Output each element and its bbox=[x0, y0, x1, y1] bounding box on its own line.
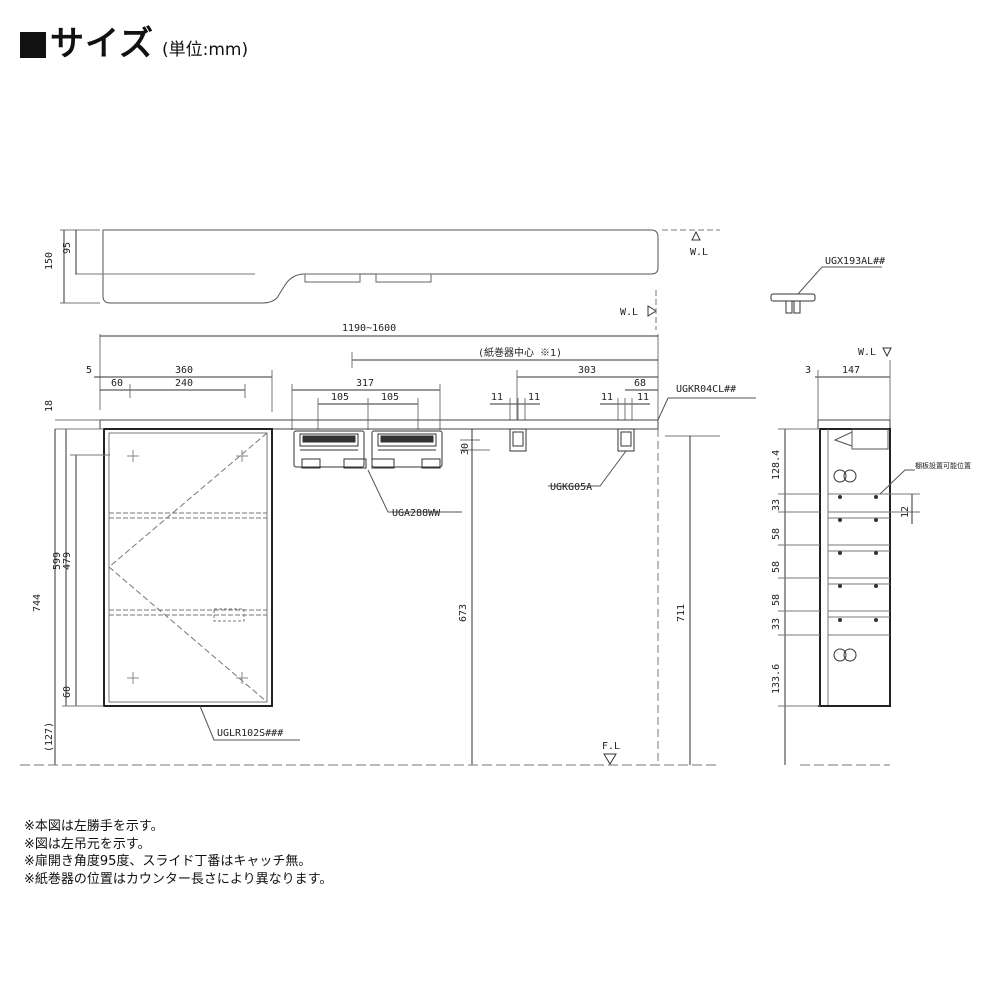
bracket-right bbox=[617, 428, 635, 452]
paper-center-label: (紙巻器中心 ※1) bbox=[478, 346, 562, 359]
wl-marker-side-icon bbox=[882, 347, 892, 358]
dim-105a: 105 bbox=[331, 392, 349, 403]
dim-side-3: 3 bbox=[805, 365, 811, 376]
dim-11c: 11 bbox=[601, 392, 613, 403]
note-line: ※扉開き角度95度、スライド丁番はキャッチ無。 bbox=[24, 854, 312, 869]
paper-holder-elevation bbox=[293, 430, 443, 469]
page-title: サイズ bbox=[50, 24, 154, 64]
dim-58c: 58 bbox=[771, 594, 782, 606]
hinge-bottom-icon bbox=[833, 648, 857, 662]
dim-744: 744 bbox=[32, 594, 43, 612]
page-header: サイズ (単位:mm) bbox=[20, 16, 248, 65]
dim-317: 317 bbox=[356, 378, 374, 389]
wl-label-side: W.L bbox=[858, 347, 876, 358]
paper-holder-plan-right bbox=[375, 273, 432, 283]
note-line: ※紙巻器の位置はカウンター長さにより異なります。 bbox=[24, 871, 333, 887]
dim-479: 479 bbox=[62, 552, 73, 570]
dim-105b: 105 bbox=[381, 392, 399, 403]
dim-side-147: 147 bbox=[842, 365, 860, 376]
dim-150: 150 bbox=[44, 252, 55, 270]
dim-599: 599 bbox=[52, 552, 63, 570]
dim-58b: 58 bbox=[771, 561, 782, 573]
unit-label: (単位:mm) bbox=[161, 40, 249, 60]
dim-95: 95 bbox=[62, 242, 73, 254]
dim-360: 360 bbox=[175, 365, 193, 376]
wl-marker-mid-icon bbox=[647, 305, 657, 317]
wl-label-mid: W.L bbox=[620, 307, 638, 318]
hinge-top-icon bbox=[833, 469, 857, 483]
part-ugkg05: UGKG05A bbox=[550, 482, 592, 493]
dim-673: 673 bbox=[458, 604, 469, 622]
dim-68: 68 bbox=[634, 378, 646, 389]
dim-12: 12 bbox=[900, 506, 911, 518]
fl-label: F.L bbox=[602, 741, 620, 752]
dim-11a: 11 bbox=[491, 392, 503, 403]
bracket-left bbox=[509, 428, 527, 452]
cabinet-outline bbox=[103, 428, 273, 707]
paper-holder-plan-left bbox=[304, 273, 361, 283]
door-swing-lines bbox=[108, 432, 268, 703]
note-line: ※図は左吊元を示す。 bbox=[24, 836, 151, 852]
note-line: ※本図は左勝手を示す。 bbox=[24, 819, 164, 834]
part-uglr102: UGLR102S### bbox=[217, 728, 283, 739]
dim-240: 240 bbox=[175, 378, 193, 389]
counter-front-edge bbox=[99, 419, 659, 430]
dim-60b: 60 bbox=[62, 686, 73, 698]
side-cabinet-outline bbox=[819, 428, 891, 707]
shelf-range-label: 棚板設置可能位置 bbox=[915, 461, 971, 470]
dim-128: 128.4 bbox=[771, 450, 782, 480]
fl-marker-icon bbox=[603, 753, 617, 765]
wl-marker-top-icon bbox=[691, 230, 701, 241]
part-ugx193: UGX193AL## bbox=[825, 256, 885, 267]
dim-133: 133.6 bbox=[771, 664, 782, 694]
dim-127: (127) bbox=[44, 722, 55, 752]
part-uga288: UGA288WW bbox=[392, 508, 441, 519]
dim-30: 30 bbox=[460, 443, 471, 455]
dim-33a: 33 bbox=[771, 499, 782, 511]
dim-5: 5 bbox=[86, 365, 92, 376]
dim-303: 303 bbox=[578, 365, 596, 376]
dim-width-range: 1190~1600 bbox=[342, 323, 396, 334]
notes: ※本図は左勝手を示す。 ※図は左吊元を示す。 ※扉開き角度95度、スライド丁番は… bbox=[24, 818, 332, 888]
dim-11d: 11 bbox=[637, 392, 649, 403]
wl-label-top: W.L bbox=[690, 247, 708, 258]
dim-711: 711 bbox=[676, 604, 687, 622]
dim-33b: 33 bbox=[771, 618, 782, 630]
ugx-part-outline bbox=[770, 293, 816, 302]
dim-18: 18 bbox=[44, 400, 55, 412]
side-counter-edge bbox=[817, 419, 891, 430]
dim-58a: 58 bbox=[771, 528, 782, 540]
part-ugkr04: UGKR04CL## bbox=[676, 384, 736, 395]
dim-11b: 11 bbox=[528, 392, 540, 403]
dim-60: 60 bbox=[111, 378, 123, 389]
square-bullet-icon bbox=[20, 32, 46, 58]
counter-top-outline bbox=[102, 229, 659, 304]
